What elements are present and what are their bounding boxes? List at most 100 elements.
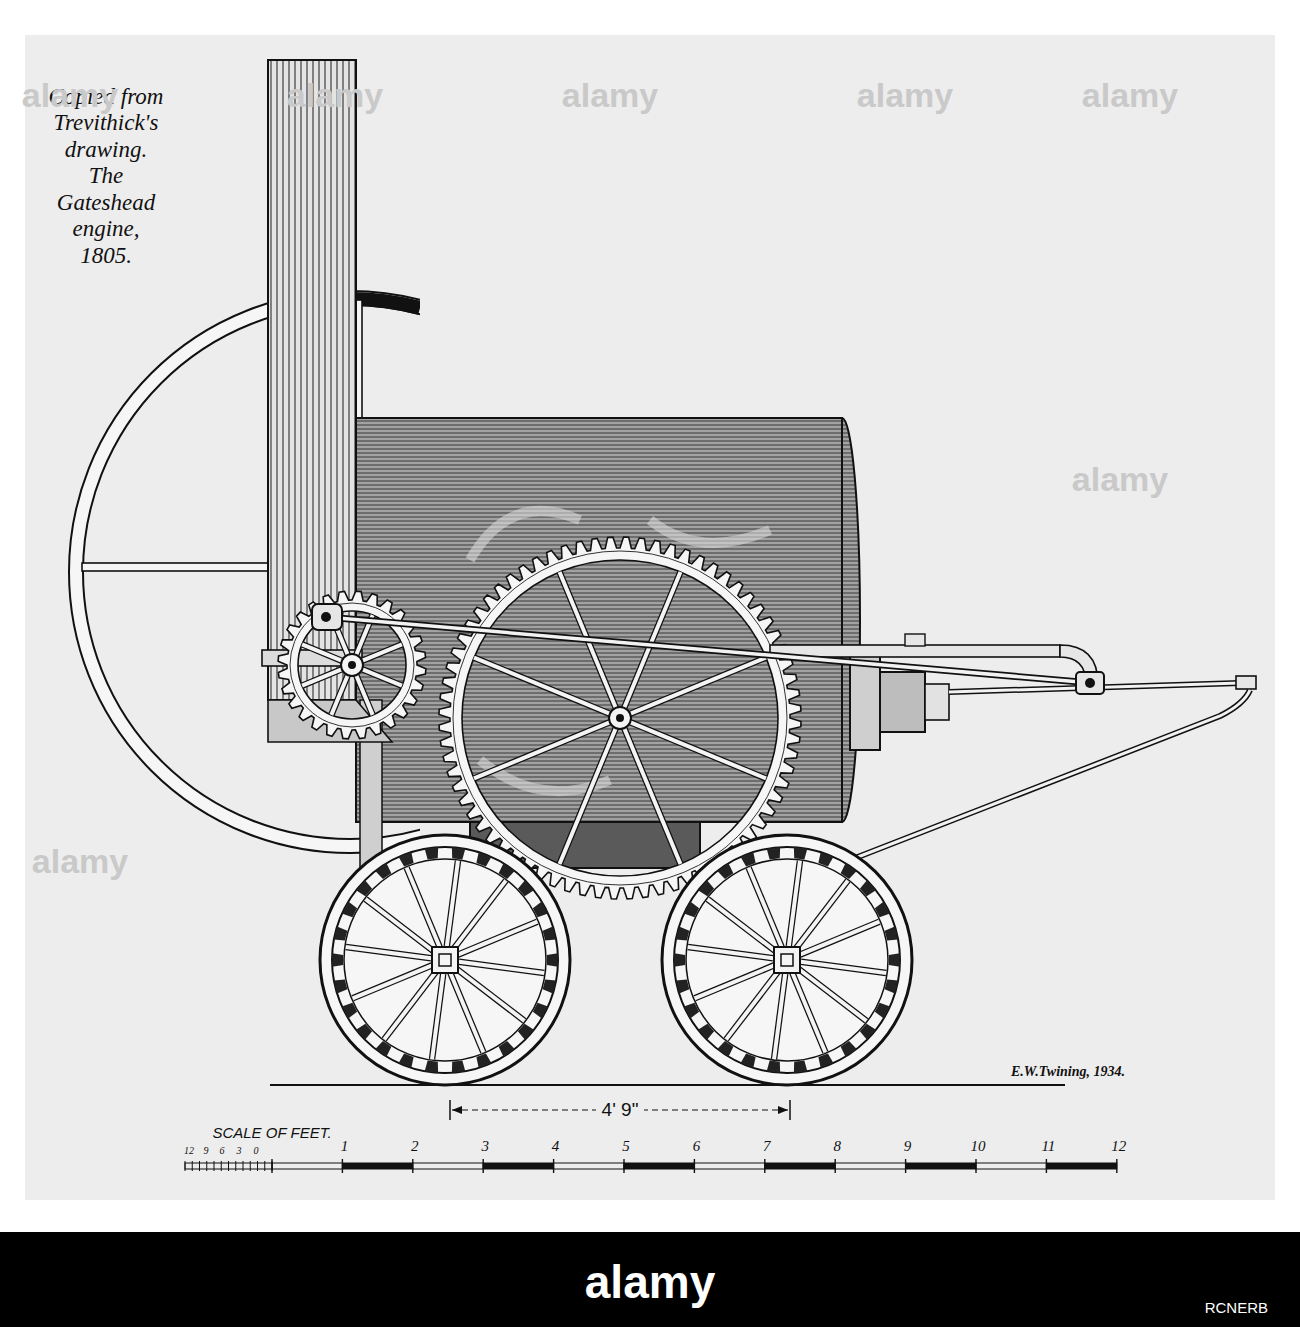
scale-number: 1 <box>341 1138 349 1155</box>
scale-segment <box>694 1163 764 1169</box>
spoke-outline <box>450 973 483 1052</box>
inch-tick <box>206 1161 207 1171</box>
watermark: alamy <box>22 76 118 115</box>
wheel-tooth <box>885 979 898 993</box>
dimension-line <box>450 1100 790 1120</box>
wheel-tooth <box>794 1061 807 1073</box>
spoke-outline <box>629 658 766 715</box>
spoke <box>356 674 373 715</box>
foot-tick <box>412 1159 413 1173</box>
spoke <box>450 973 483 1052</box>
spoke-outline <box>801 962 886 973</box>
spoke <box>302 644 343 661</box>
spoke-outline <box>560 727 617 864</box>
scale-segment <box>272 1163 342 1169</box>
spoke <box>789 861 800 946</box>
wheel-tooth <box>885 926 898 940</box>
tail-frame-outline <box>845 690 1250 862</box>
connecting-rod-outline <box>326 617 1092 683</box>
spoke-outline <box>302 669 343 686</box>
spoke-outline <box>749 868 782 947</box>
tail-frame <box>845 690 1250 862</box>
spoke-outline <box>407 868 440 947</box>
scale-number: 6 <box>220 1145 225 1157</box>
valve-box <box>905 634 925 646</box>
inch-tick <box>192 1161 193 1171</box>
wheel-inner-rim <box>686 859 888 1061</box>
foot-tick <box>271 1159 272 1173</box>
wheel-tooth <box>356 1024 372 1040</box>
inch-tick <box>257 1161 258 1171</box>
foot-tick <box>483 1159 484 1173</box>
scale-number: 3 <box>481 1138 489 1155</box>
spoke-outline <box>459 962 544 973</box>
scale-number: 2 <box>411 1138 419 1155</box>
inch-tick <box>264 1161 265 1171</box>
spoke-outline <box>789 861 800 946</box>
scale-number: 3 <box>237 1145 242 1157</box>
wheel-rim <box>332 847 558 1073</box>
spoke-outline <box>356 674 373 715</box>
watermark: alamy <box>1072 460 1168 499</box>
wheel-hub <box>774 947 800 973</box>
inch-tick <box>221 1161 222 1171</box>
scale-number: 0 <box>254 1145 259 1157</box>
wheel-tooth <box>676 979 689 993</box>
spoke-outline <box>774 974 785 1059</box>
foot-tick <box>623 1159 624 1173</box>
spoke <box>459 962 544 973</box>
spoke <box>361 644 402 661</box>
foot-tick <box>1116 1159 1117 1173</box>
wheel-tooth <box>452 1061 465 1073</box>
crosshead-pin <box>1085 678 1095 688</box>
wheel-tooth <box>425 847 438 859</box>
scale-number: 12 <box>184 1145 194 1157</box>
wheel-tooth <box>674 953 685 967</box>
crank-gear <box>278 591 426 739</box>
spoke-outline <box>458 922 537 955</box>
guide-end <box>1236 676 1256 689</box>
watermark: alamy <box>857 76 953 115</box>
scale-segment <box>835 1163 905 1169</box>
wheel-inner-rim <box>344 859 546 1061</box>
wheel-tooth <box>452 847 465 859</box>
wheel-tooth <box>334 926 347 940</box>
inch-tick <box>228 1161 229 1171</box>
spoke <box>474 722 611 779</box>
scale-segment <box>554 1163 624 1169</box>
scale-segment <box>342 1163 412 1169</box>
spoke <box>629 722 766 779</box>
wheel-tooth <box>547 953 558 967</box>
spoke-outline <box>695 965 774 998</box>
wheel-tooth <box>518 880 534 896</box>
wheel-tooth <box>334 979 347 993</box>
foot-tick <box>764 1159 765 1173</box>
wheel-tooth <box>698 880 714 896</box>
scale-number: 5 <box>622 1138 630 1155</box>
wheel-rim <box>674 847 900 1073</box>
chimney <box>262 60 392 742</box>
scale-number: 10 <box>971 1138 986 1155</box>
spoke <box>361 669 402 686</box>
wheel-tooth <box>425 1061 438 1073</box>
wheel-tooth <box>676 926 689 940</box>
spoke-outline <box>353 965 432 998</box>
scale-segment <box>413 1163 483 1169</box>
gear-rim <box>278 591 426 739</box>
scale-number: 11 <box>1041 1138 1055 1155</box>
scale-number: 6 <box>693 1138 701 1155</box>
inch-tick <box>250 1161 251 1171</box>
inch-tick <box>214 1161 215 1171</box>
wheel-hub <box>432 947 458 973</box>
spoke-outline <box>432 974 443 1059</box>
rail-line <box>270 1084 1065 1086</box>
spoke <box>302 669 343 686</box>
watermark: alamy <box>1082 76 1178 115</box>
spoke <box>688 947 773 958</box>
spoke <box>695 965 774 998</box>
scale-segment <box>1046 1163 1116 1169</box>
wheel-tooth <box>794 847 807 859</box>
wheel-tooth <box>860 880 876 896</box>
wheel-tooth <box>698 1024 714 1040</box>
